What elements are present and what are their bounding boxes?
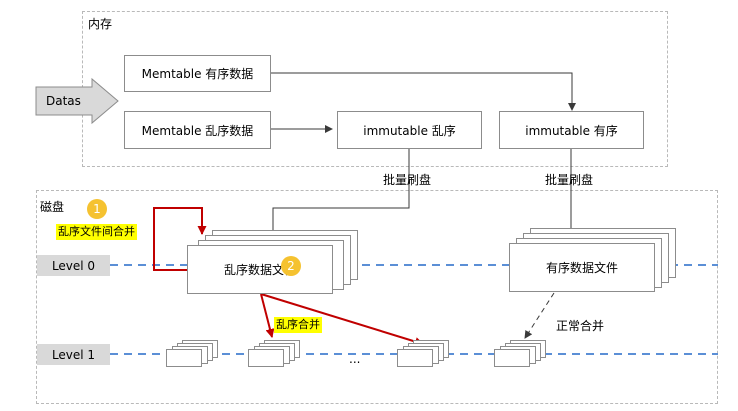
memtable-sorted-box: Memtable 有序数据	[124, 55, 271, 92]
flush-right-label: 批量刷盘	[545, 173, 594, 187]
sorted-data-file-box: 有序数据文件	[509, 243, 655, 292]
flush-left-label: 批量刷盘	[383, 173, 432, 187]
level1-ellipsis: ...	[349, 352, 361, 366]
datas-label: Datas	[46, 94, 81, 108]
memtable-unsorted-box: Memtable 乱序数据	[124, 111, 271, 149]
immutable-sorted-box: immutable 有序	[499, 111, 644, 149]
unsorted-merge-label: 乱序合并	[274, 317, 322, 333]
unsorted-data-file-box: 乱序数据文件	[187, 245, 333, 294]
disk-region-label: 磁盘	[40, 200, 65, 214]
level1-label: Level 1	[37, 344, 110, 365]
normal-merge-label: 正常合并	[556, 319, 605, 333]
badge-2: 2	[281, 256, 301, 276]
level0-label: Level 0	[37, 255, 110, 276]
disk-region	[36, 190, 718, 404]
badge-1: 1	[87, 199, 107, 219]
file-merge-label: 乱序文件间合并	[56, 224, 137, 240]
immutable-unsorted-box: immutable 乱序	[337, 111, 482, 149]
memory-region-label: 内存	[88, 17, 113, 31]
